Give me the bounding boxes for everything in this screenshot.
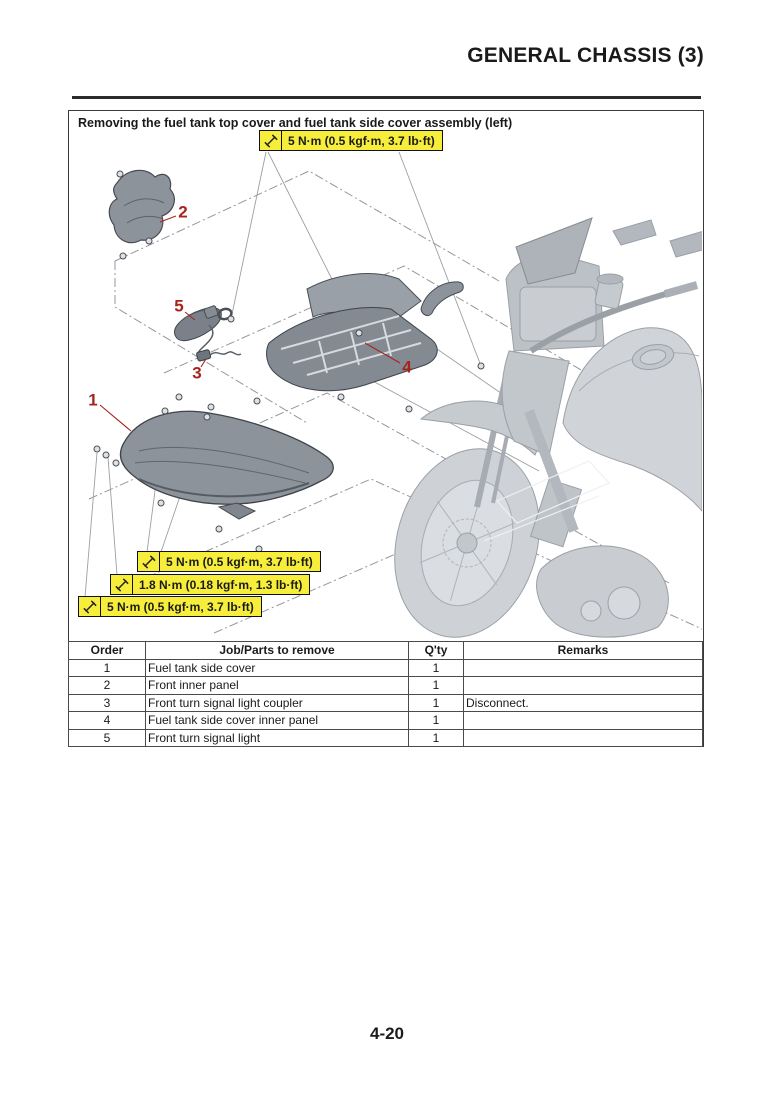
col-header-qty: Q'ty xyxy=(408,641,464,660)
part-number-1: 1 xyxy=(88,390,98,410)
col-header-order: Order xyxy=(68,641,146,660)
page-number: 4-20 xyxy=(369,1024,405,1043)
cell-order: 1 xyxy=(68,658,146,677)
table-header-row: Order Job/Parts to remove Q'ty Remarks xyxy=(68,641,703,660)
mirror-left xyxy=(612,219,657,246)
cell-job: Front inner panel xyxy=(145,676,409,695)
table-row: 2 Front inner panel 1 xyxy=(68,676,703,695)
col-header-job: Job/Parts to remove xyxy=(145,641,409,660)
cell-job: Front turn signal light xyxy=(145,728,409,747)
torque-callout-top: 5 N·m (0.5 kgf·m, 3.7 lb·ft) xyxy=(259,130,443,151)
wrench-icon xyxy=(111,575,133,594)
motorcycle-illustration xyxy=(394,217,702,638)
part-1-fuel-tank-side-cover xyxy=(119,410,334,520)
bracket xyxy=(420,281,464,317)
mirror-right xyxy=(669,230,702,258)
part-3-turn-signal-coupler xyxy=(196,349,242,362)
cell-order: 4 xyxy=(68,711,146,730)
cell-qty: 1 xyxy=(408,728,464,747)
part-number-leaders xyxy=(99,215,401,432)
cell-remarks xyxy=(463,711,703,730)
wrench-icon xyxy=(79,597,101,616)
parts-table: Order Job/Parts to remove Q'ty Remarks 1… xyxy=(68,641,703,747)
figure-box: Removing the fuel tank top cover and fue… xyxy=(68,110,704,747)
cell-qty: 1 xyxy=(408,711,464,730)
part-2-front-inner-panel xyxy=(108,169,175,244)
engine xyxy=(536,545,669,638)
handlebar xyxy=(529,290,670,354)
cell-qty: 1 xyxy=(408,693,464,712)
part-number-2: 2 xyxy=(178,202,188,222)
cell-remarks xyxy=(463,658,703,677)
figure-title: Removing the fuel tank top cover and fue… xyxy=(78,116,513,130)
front-wheel xyxy=(394,448,540,638)
cell-job: Fuel tank side cover inner panel xyxy=(145,711,409,730)
torque-value: 5 N·m (0.5 kgf·m, 3.7 lb·ft) xyxy=(107,599,254,614)
wrench-icon xyxy=(138,552,160,571)
gasket-ring xyxy=(217,307,233,321)
torque-callout-bottom-1: 5 N·m (0.5 kgf·m, 3.7 lb·ft) xyxy=(137,551,321,572)
part-4-side-cover-inner-panel xyxy=(266,273,438,392)
exploded-diagram xyxy=(84,151,702,638)
cell-qty: 1 xyxy=(408,676,464,695)
cell-qty: 1 xyxy=(408,658,464,677)
table-row: 3 Front turn signal light coupler 1 Disc… xyxy=(68,693,703,712)
cell-remarks xyxy=(463,676,703,695)
torque-callout-bottom-2: 1.8 N·m (0.18 kgf·m, 1.3 lb·ft) xyxy=(110,574,311,595)
table-row: 5 Front turn signal light 1 xyxy=(68,728,703,747)
part-number-4: 4 xyxy=(402,357,412,377)
fuel-tank xyxy=(562,327,702,512)
header-rule xyxy=(72,96,701,99)
torque-value: 1.8 N·m (0.18 kgf·m, 1.3 lb·ft) xyxy=(139,577,303,592)
cell-remarks: Disconnect. xyxy=(463,693,703,712)
part-number-5: 5 xyxy=(174,296,184,316)
screws xyxy=(93,170,485,553)
torque-value: 5 N·m (0.5 kgf·m, 3.7 lb·ft) xyxy=(166,554,313,569)
torque-callout-bottom-3: 5 N·m (0.5 kgf·m, 3.7 lb·ft) xyxy=(78,596,262,617)
cell-order: 3 xyxy=(68,693,146,712)
windscreen xyxy=(515,217,593,285)
cell-job: Fuel tank side cover xyxy=(145,658,409,677)
part-number-3: 3 xyxy=(192,363,202,383)
torque-value: 5 N·m (0.5 kgf·m, 3.7 lb·ft) xyxy=(288,133,435,148)
wrench-icon xyxy=(260,131,282,150)
part-5-front-turn-signal-light xyxy=(174,305,233,359)
cell-order: 5 xyxy=(68,728,146,747)
cell-job: Front turn signal light coupler xyxy=(145,693,409,712)
table-row: 4 Fuel tank side cover inner panel 1 xyxy=(68,711,703,730)
cell-remarks xyxy=(463,728,703,747)
table-row: 1 Fuel tank side cover 1 xyxy=(68,658,703,677)
page-title: GENERAL CHASSIS (3) xyxy=(467,44,704,67)
cell-order: 2 xyxy=(68,676,146,695)
col-header-remarks: Remarks xyxy=(463,641,703,660)
